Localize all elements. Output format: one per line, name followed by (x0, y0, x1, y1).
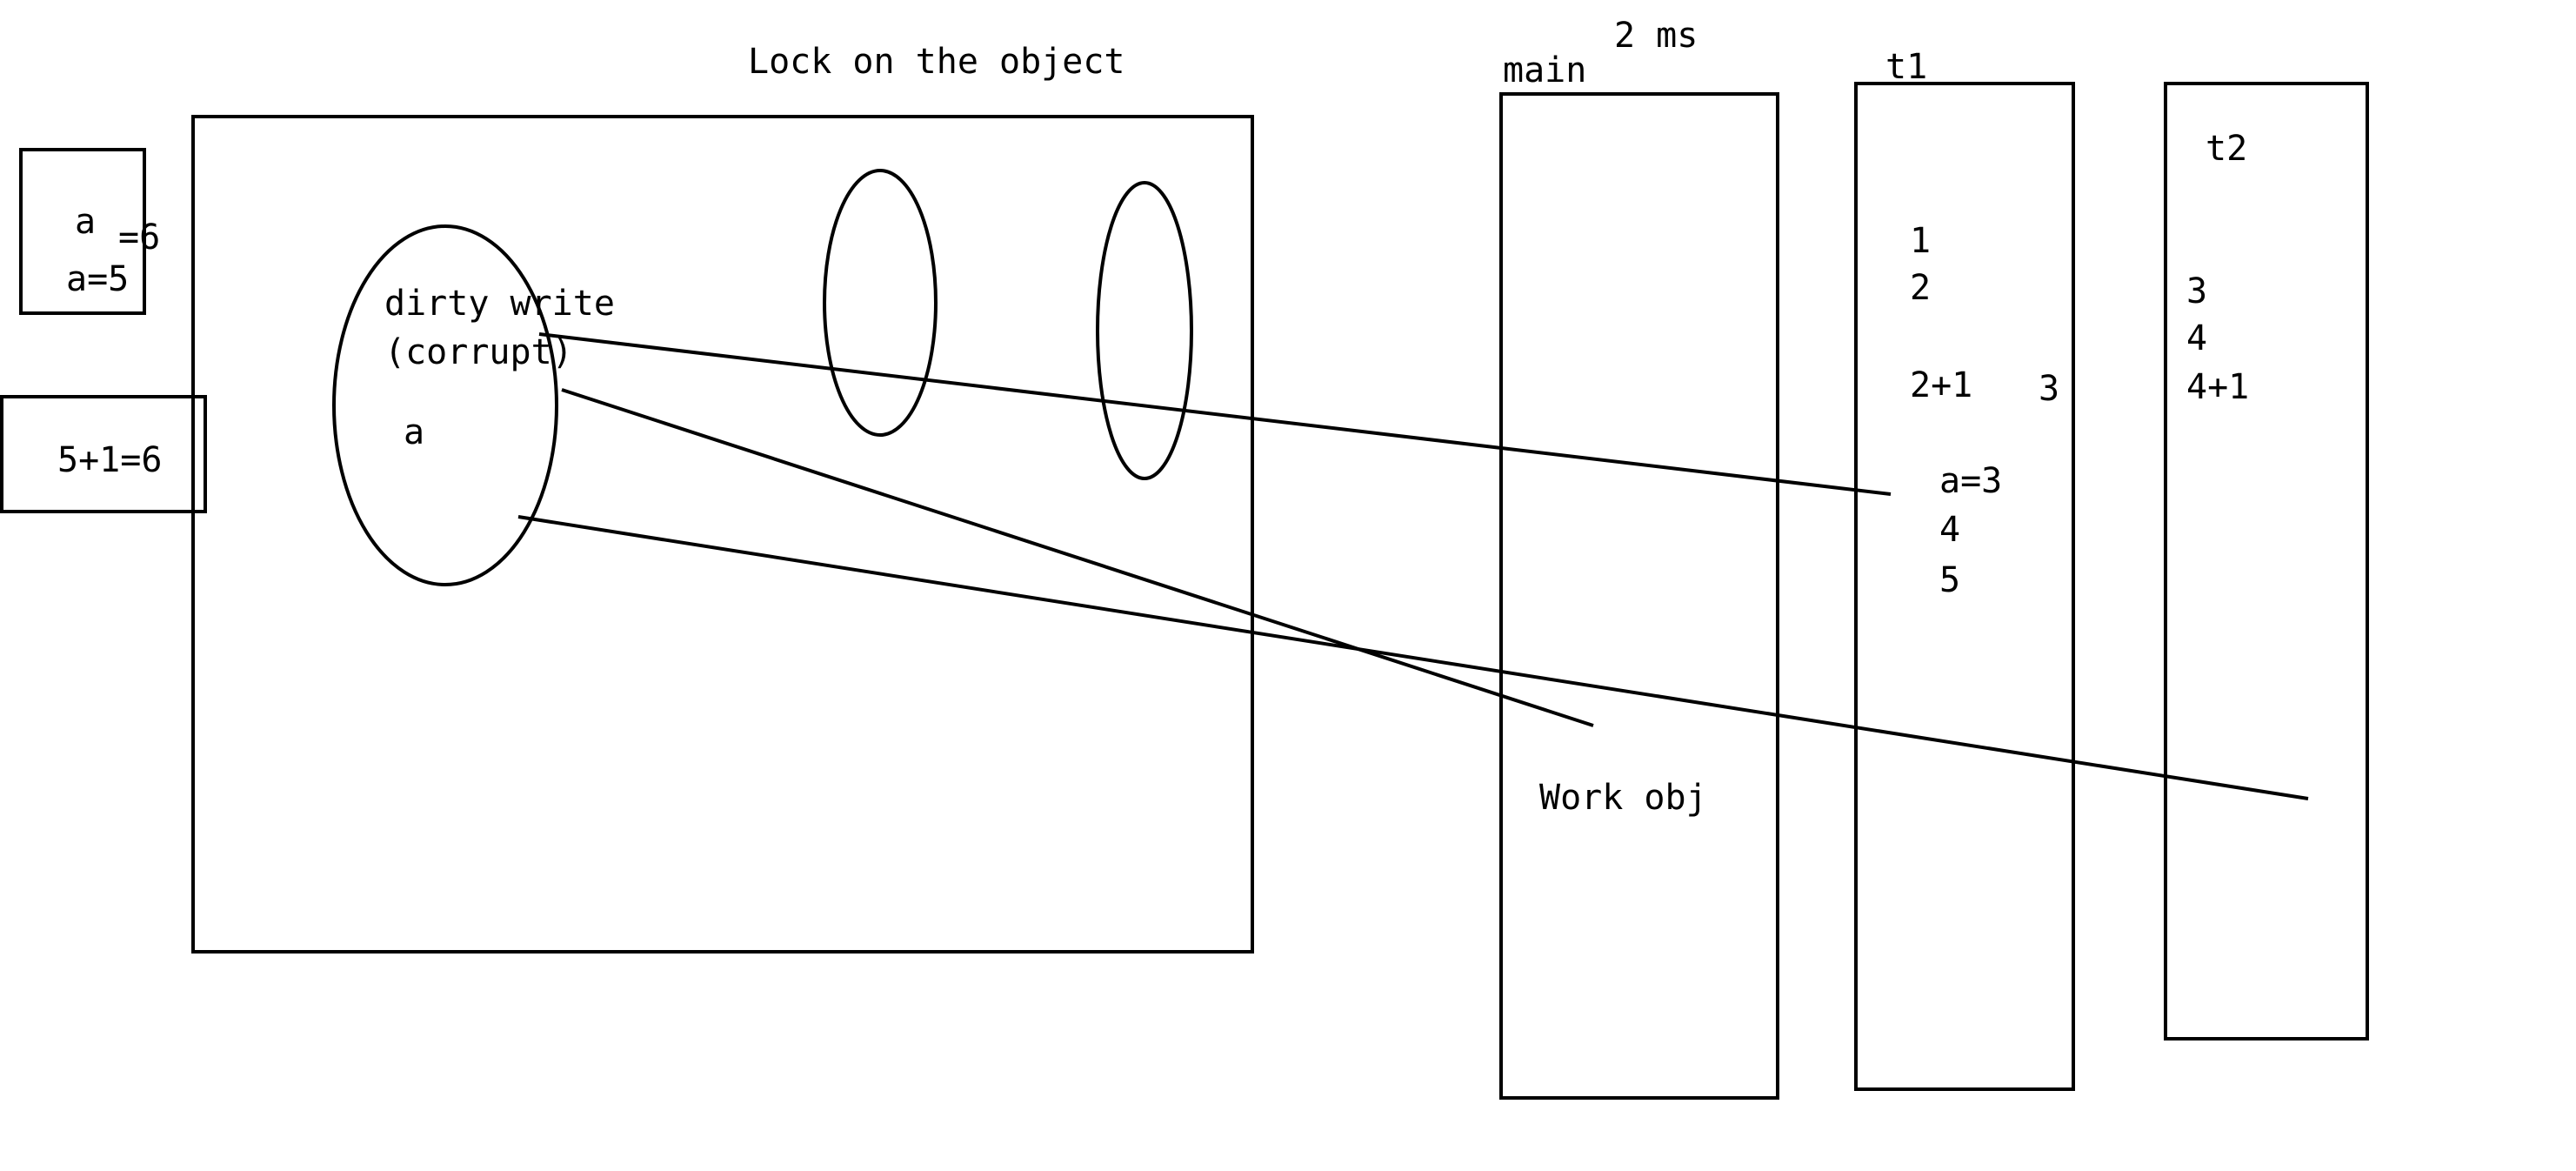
t2-thread-column (2164, 82, 2369, 1041)
connector-to-t1 (538, 332, 1892, 496)
calculation-text: 5+1=6 (57, 440, 162, 480)
t1-step: 2+1 (1910, 365, 1972, 405)
t1-step: 2 (1910, 268, 1931, 308)
t2-thread-title: t2 (2206, 129, 2247, 169)
variable-box-overwrite: =6 (118, 217, 160, 258)
work-obj-label: Work obj (1539, 778, 1707, 818)
t1-step: 1 (1910, 221, 1931, 261)
t2-step: 3 (2186, 271, 2207, 311)
connector-to-main (561, 388, 1594, 727)
variable-box-value: a=5 (66, 259, 129, 299)
object-ellipse-2 (823, 169, 938, 437)
timing-label: 2 ms (1614, 16, 1698, 56)
t1-step: 5 (1939, 560, 1960, 600)
object-ellipse-3 (1096, 181, 1193, 480)
object-variable: a (404, 412, 424, 452)
corrupt-label: (corrupt) (384, 332, 573, 372)
t1-step: 3 (2039, 369, 2059, 409)
dirty-write-label: dirty write (384, 284, 615, 324)
variable-box (19, 148, 146, 315)
t2-step: 4 (2186, 318, 2207, 358)
lock-object-box (191, 115, 1254, 954)
t2-step: 4+1 (2186, 367, 2249, 407)
main-thread-title: main (1503, 50, 1586, 90)
diagram-title: Lock on the object (748, 42, 1124, 82)
t1-thread-title: t1 (1885, 47, 1927, 87)
connector-to-t2 (517, 515, 2309, 800)
main-thread-column (1499, 92, 1779, 1100)
t1-thread-column (1854, 82, 2075, 1091)
variable-box-name: a (75, 202, 96, 242)
object-ellipse (332, 224, 558, 586)
t1-step: 4 (1939, 510, 1960, 550)
calculation-box (0, 395, 207, 513)
t1-step: a=3 (1939, 461, 2002, 501)
